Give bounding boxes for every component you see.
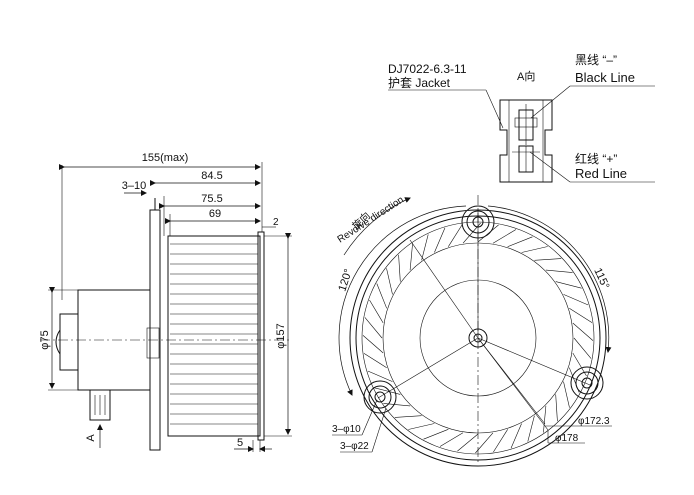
front-blade [434,227,446,253]
front-blade [493,429,508,453]
front-blade [521,246,548,253]
angle-120-arc [338,205,467,396]
front-blade [477,224,499,243]
front-blade [527,415,535,442]
front-blade [534,258,562,261]
phi75-label: φ75 [39,330,51,349]
impeller-body [167,235,261,437]
rotation-arrow [343,197,411,256]
jacket-label: 护套 Jacket [388,76,451,90]
front-blade [457,433,479,452]
front-blade [545,269,573,273]
front-blade [475,432,494,454]
front-blade [376,283,387,309]
dim-5-label: 5 [237,437,243,449]
overall-length-label: 155(max) [142,152,188,164]
front-blade [423,429,449,440]
front-blade [374,387,401,395]
red-line-en: Red Line [575,166,627,181]
hole-phi10-label: 3–φ10 [332,424,361,435]
part-number-label: DJ7022-6.3-11 [388,62,467,76]
mount-hole-right-outer [575,371,599,395]
front-blade [386,268,393,295]
connector-housing [89,389,111,421]
connector-detail: DJ7022-6.3-11 护套 Jacket A向 黑线 “–” Black … [388,53,655,183]
front-blade [563,294,589,306]
impeller-ring [257,231,265,441]
front-blade [398,254,401,282]
front-blade [555,281,582,289]
front-blade [363,353,387,368]
front-blade [362,335,384,354]
front-blade [409,243,413,271]
angle-115-arc [487,205,612,353]
front-blade [572,322,594,341]
dim-75-5-label: 75.5 [201,193,222,205]
dim-phi178-label: φ178 [555,433,579,444]
front-blade [364,317,383,339]
dim-3-10-label: 3–10 [122,180,146,192]
mount-hole-right [581,377,593,389]
front-view: 115° 120° 旋向 Revolve direction 3–φ10 3–φ… [332,195,612,467]
front-blade [367,370,393,382]
motor-end-cap [59,313,79,371]
black-line-cn: 黑线 “–” [575,53,617,67]
flange-bracket [146,327,160,359]
front-blade [507,236,533,247]
dim-69-label: 69 [209,208,221,220]
front-blade [569,308,593,323]
front-blade [555,394,558,422]
dim-phi172-label: φ172.3 [578,416,610,427]
front-blade [573,337,592,359]
dim-84-5-label: 84.5 [201,170,222,182]
front-blade [462,222,481,244]
flange-plate [149,209,161,451]
view-a-direction-label: A向 [517,69,535,83]
front-blade [448,223,463,247]
front-blade [369,299,384,324]
front-blade [394,415,422,418]
front-blade [563,381,570,408]
dim-2-label: 2 [273,217,279,228]
rotation-en-label: Revolve direction [336,195,406,246]
impeller-blades [170,243,258,425]
connector-outline [499,99,553,183]
front-blade [408,423,435,430]
front-blade [543,405,547,433]
mount-hole-left-outer [368,385,392,409]
front-blade [492,229,517,244]
view-a-label: A [85,434,97,442]
front-blade [439,432,464,447]
hole-phi22-label: 3–φ22 [340,441,369,452]
mounting-flange [349,205,607,467]
front-blade [383,403,411,407]
impeller-front-blades [362,222,594,454]
phi157-label: φ157 [275,323,287,349]
front-blade [510,423,522,449]
side-view: 155(max) 84.5 3–10 75.5 69 2 φ75 φ157 5 … [39,152,292,452]
red-line-cn: 红线 “+” [575,151,617,166]
black-line-en: Black Line [575,70,635,85]
front-blade [421,234,429,261]
angle-115-label: 115° [591,266,611,291]
mount-hole-left [374,391,386,403]
